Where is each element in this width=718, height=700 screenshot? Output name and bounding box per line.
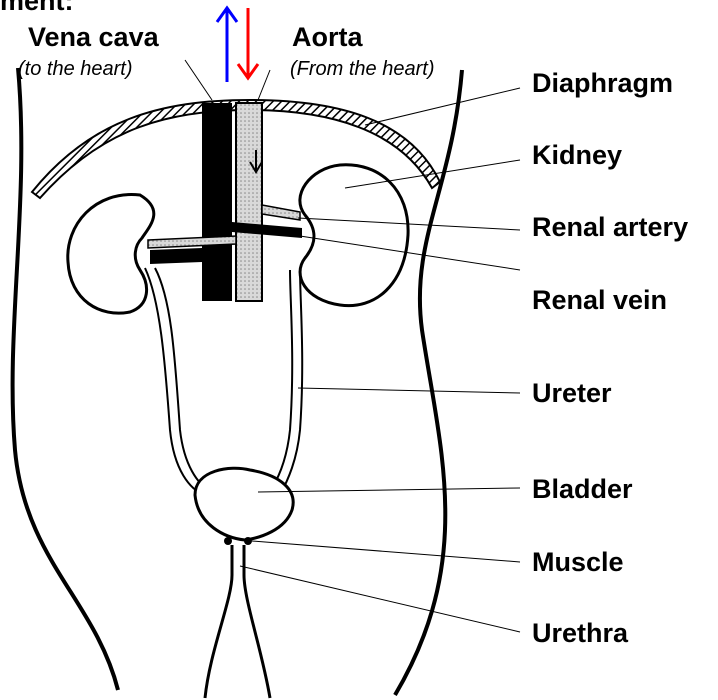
label-kidney: Kidney [532, 140, 622, 171]
muscle-left-dot [224, 537, 232, 545]
leader-aorta [258, 70, 270, 100]
ureter-left [145, 268, 205, 495]
right-kidney [300, 165, 408, 306]
label-renal-artery: Renal artery [532, 212, 688, 243]
vena-cava-vessel [202, 103, 232, 301]
muscle-right-dot [244, 537, 252, 545]
leader-urethra [240, 566, 520, 632]
arrow-up-icon [217, 8, 237, 82]
leader-muscle [252, 541, 520, 562]
renal-vein-left [150, 248, 202, 264]
urethra-tube [205, 545, 232, 698]
aorta-title: Aorta [292, 22, 363, 53]
aorta-subtitle: (From the heart) [290, 58, 434, 81]
vena-cava-subtitle: (to the heart) [18, 58, 133, 81]
arrow-down-icon [238, 8, 258, 78]
renal-artery-right [262, 205, 300, 220]
left-kidney [68, 195, 154, 314]
leader-vena-cava [185, 60, 212, 100]
leader-ureter [298, 388, 520, 393]
label-bladder: Bladder [532, 474, 633, 505]
label-renal-vein: Renal vein [532, 285, 667, 316]
aorta-vessel [236, 103, 262, 301]
ureter-left-inner [155, 268, 210, 490]
label-muscle: Muscle [532, 547, 624, 578]
leader-bladder [258, 488, 520, 492]
ureter-right-inner [272, 270, 292, 488]
bladder-shape [195, 468, 293, 540]
vena-cava-title: Vena cava [28, 22, 159, 53]
label-diaphragm: Diaphragm [532, 68, 673, 99]
leader-diaphragm [365, 88, 520, 125]
label-urethra: Urethra [532, 618, 628, 649]
label-ureter: Ureter [532, 378, 612, 409]
